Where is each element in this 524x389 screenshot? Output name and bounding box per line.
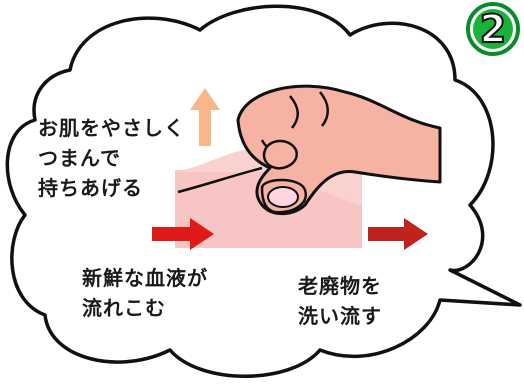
lift-label-line3: 持ちあげる <box>38 176 143 200</box>
lift-label-line1: お肌をやさしく <box>38 116 185 140</box>
hand-icon <box>236 84 442 216</box>
waste-label-line2: 洗い流す <box>298 304 382 328</box>
lift-label-line2: つまんで <box>38 146 121 170</box>
arrow-right-icon-inflow <box>152 218 214 250</box>
step-number-badge: 2 <box>466 2 520 56</box>
fresh-blood-label-line2: 流れこむ <box>82 296 166 320</box>
step-number: 2 <box>479 7 507 51</box>
arrow-right-icon-outflow <box>368 218 428 250</box>
fresh-blood-label-line1: 新鮮な血液が <box>82 266 208 290</box>
waste-label-line1: 老廃物を <box>298 274 382 298</box>
skin-fold <box>175 148 362 205</box>
arrow-up-icon <box>190 88 220 146</box>
